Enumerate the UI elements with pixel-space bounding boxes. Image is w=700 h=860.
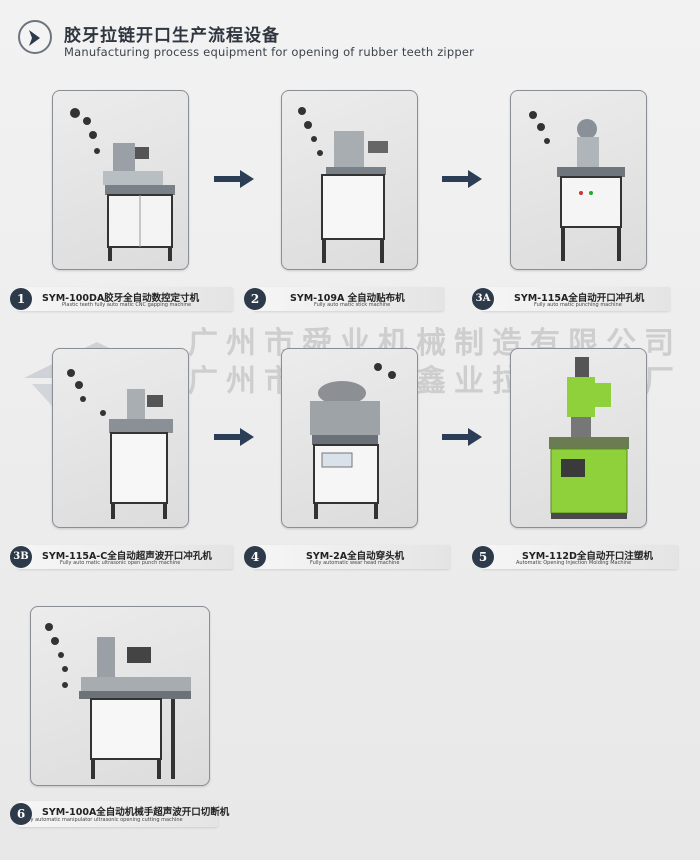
step-label-3a: 3A SYM-115A全自动开口冲孔机 Fully auto matic pun… [472, 287, 670, 311]
arrow-right-icon [214, 170, 254, 188]
machine-subtitle: Fully automatic manipulator ultrasonic o… [22, 817, 183, 823]
machine-model: SYM-109A 全自动贴布机 [290, 293, 405, 304]
machine-image-3b [67, 369, 173, 519]
machine-card-5 [510, 348, 647, 528]
machine-model: SYM-112D全自动开口注塑机 [522, 551, 653, 562]
step-number-badge: 2 [244, 288, 266, 310]
machine-subtitle: Automatic Opening Injection Molding Mach… [516, 560, 632, 566]
machine-model: SYM-100DA胶牙全自动数控定寸机 [42, 293, 200, 304]
machine-model: SYM-115A全自动开口冲孔机 [514, 293, 645, 304]
machine-card-6 [30, 606, 210, 786]
step-label-1: 1 SYM-100DA胶牙全自动数控定寸机 Plastic teeth full… [10, 287, 233, 311]
chevron-logo-icon [18, 20, 52, 54]
machine-model: SYM-2A全自动穿头机 [306, 551, 405, 562]
step-label-3b: 3B SYM-115A-C全自动超声波开口冲孔机 Fully auto mati… [10, 545, 233, 569]
machine-image-1 [70, 108, 175, 261]
machine-card-2 [281, 90, 418, 270]
machine-card-1 [52, 90, 189, 270]
page-subtitle: Manufacturing process equipment for open… [64, 45, 475, 59]
machine-image-6 [45, 623, 191, 779]
arrow-right-icon [214, 428, 254, 446]
machine-image-2 [298, 107, 388, 263]
machine-subtitle: Fully auto matic ultrasonic open punch m… [60, 560, 181, 566]
machine-subtitle: Fully auto matic stick machine [314, 302, 391, 308]
machine-model: SYM-115A-C全自动超声波开口冲孔机 [42, 551, 212, 562]
step-number-badge: 1 [10, 288, 32, 310]
step-label-4: 4 SYM-2A全自动穿头机 Fully automatic wear head… [244, 545, 450, 569]
machine-model: SYM-100A全自动机械手超声波开口切断机 [42, 807, 230, 818]
machine-card-3b [52, 348, 189, 528]
machine-image-5 [549, 357, 629, 519]
step-label-6: 6 SYM-100A全自动机械手超声波开口切断机 Fully automatic… [10, 801, 229, 827]
step-number-badge: 4 [244, 546, 266, 568]
step-number-badge: 3B [10, 546, 32, 568]
step-number-badge: 3A [472, 288, 494, 310]
machine-image-3a [529, 111, 625, 261]
machine-card-4 [281, 348, 418, 528]
machine-subtitle: Fully automatic wear head machine [310, 560, 400, 566]
arrow-right-icon [442, 428, 482, 446]
step-number-badge: 6 [10, 803, 32, 825]
arrow-right-icon [442, 170, 482, 188]
machine-image-4 [310, 363, 396, 519]
step-label-5: 5 SYM-112D全自动开口注塑机 Automatic Opening Inj… [472, 545, 678, 569]
page-title: 胶牙拉链开口生产流程设备 [64, 26, 280, 46]
step-label-2: 2 SYM-109A 全自动贴布机 Fully auto matic stick… [244, 287, 444, 311]
machine-subtitle: Fully auto matic punching machine [534, 302, 622, 308]
step-number-badge: 5 [472, 546, 494, 568]
machine-subtitle: Plastic teeth fully auto matic CNC gappi… [62, 302, 192, 308]
machine-card-3a [510, 90, 647, 270]
